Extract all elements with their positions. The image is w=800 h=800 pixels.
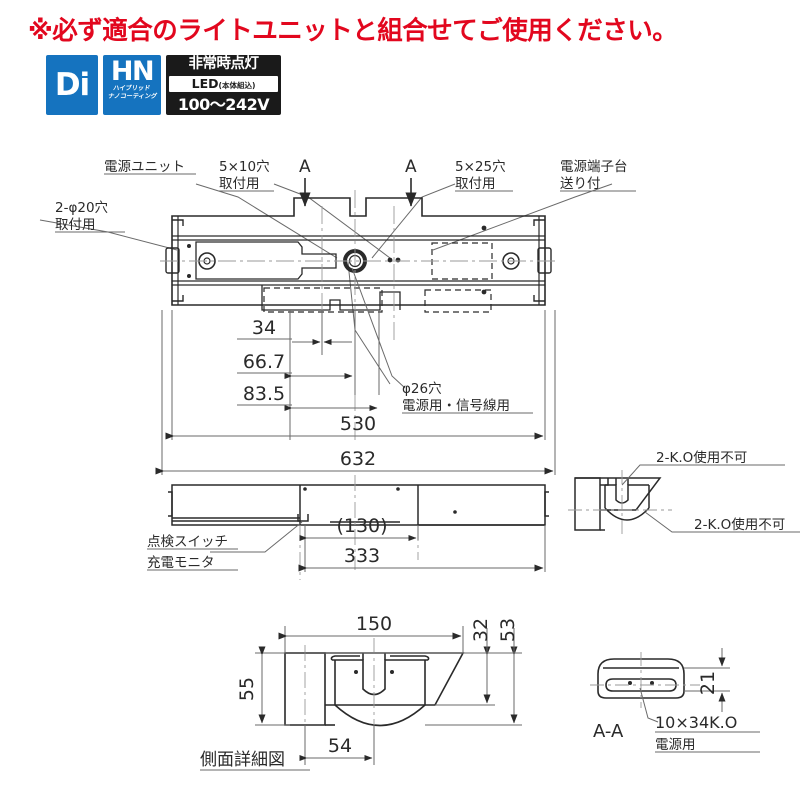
dim-83-5: 83.5 xyxy=(243,383,285,405)
terminal-block-dashed xyxy=(263,242,493,313)
badge-led-line2: LED(本体組込) xyxy=(169,76,278,93)
profile-dimension-labels: 150 32 53 55 54 xyxy=(236,613,519,757)
dim-632: 632 xyxy=(340,448,376,470)
badge-hn-main: HN xyxy=(110,56,155,87)
top-view-dimension-labels: 34 66.7 83.5 530 632 xyxy=(243,317,376,470)
ko-detail-centerlines xyxy=(568,470,672,538)
callout-underlines xyxy=(55,173,636,233)
warning-text: ※必ず適合のライトユニットと組合せてご使用ください。 xyxy=(28,16,678,46)
badge-led-line2-sub: (本体組込) xyxy=(218,81,256,91)
section-aa-view: 21 10×34K.O 電源用 A-A xyxy=(590,648,760,753)
badge-group: Di HN ハイブリッド ナノコーティング 非常時点灯 LED(本体組込) 10… xyxy=(46,55,281,115)
dim-32: 32 xyxy=(470,618,492,642)
badge-led-line1: 非常時点灯 xyxy=(188,56,260,72)
profile-detail-title: 側面詳細図 xyxy=(200,750,285,770)
callout-phi26-line2: 電源用・信号線用 xyxy=(402,398,510,414)
callout-5x10-line1: 5×10穴 xyxy=(219,159,270,175)
power-unit-outline xyxy=(195,241,401,311)
side-view-callout-labels: 点検スイッチ 充電モニタ xyxy=(147,534,228,571)
dim-130: (130) xyxy=(336,515,387,537)
callout-ko-top: 2-K.O使用不可 xyxy=(656,449,747,466)
profile-dimension-lines xyxy=(255,626,522,765)
ko-detail-labels: 2-K.O使用不可 2-K.O使用不可 xyxy=(656,449,785,533)
callout-5x25-line2: 取付用 xyxy=(455,176,496,192)
badge-led-line3: 100〜242V xyxy=(177,95,270,114)
profile-detail-view: 150 32 53 55 54 側面詳細図 xyxy=(200,613,522,771)
side-view-dimension-labels: (130) 333 xyxy=(336,515,387,567)
section-marks: A A xyxy=(299,157,417,207)
section-aa-dimension-lines xyxy=(684,648,730,712)
section-aa-underlines xyxy=(655,731,760,753)
dim-34: 34 xyxy=(252,317,276,339)
side-view: 点検スイッチ 充電モニタ (130) 333 xyxy=(147,475,549,580)
dim-150: 150 xyxy=(356,613,392,635)
badge-led: 非常時点灯 LED(本体組込) 100〜242V xyxy=(166,55,281,115)
callout-2phi20-line1: 2-φ20穴 xyxy=(55,200,108,216)
small-holes xyxy=(187,225,487,295)
dim-66-7: 66.7 xyxy=(243,351,285,373)
top-view-rails xyxy=(172,216,545,305)
side-view-dimension-lines xyxy=(298,525,546,572)
callout-charge-monitor: 充電モニタ xyxy=(147,555,215,571)
badge-hn: HN ハイブリッド ナノコーティング xyxy=(103,55,161,115)
callout-ko-10x34-line1: 10×34K.O xyxy=(655,713,737,732)
section-mark-a-left: A xyxy=(299,157,311,177)
callout-terminal-line2: 送り付 xyxy=(560,176,601,192)
side-view-underlines xyxy=(147,548,238,571)
badge-led-line2-main: LED xyxy=(191,76,219,92)
callout-5x10-line2: 取付用 xyxy=(219,176,260,192)
side-view-leaders xyxy=(210,521,303,553)
badge-hn-sub-line1: ハイブリッド xyxy=(113,85,152,92)
dim-55: 55 xyxy=(236,677,258,701)
section-aa-labels: 10×34K.O 電源用 xyxy=(655,713,737,753)
top-view-end-brackets xyxy=(165,219,552,302)
ko-detail-leaders xyxy=(621,464,700,533)
callout-ko-bottom: 2-K.O使用不可 xyxy=(694,516,785,533)
section-aa-marks xyxy=(628,681,654,685)
top-view-leaders xyxy=(39,183,613,385)
ko-detail-body xyxy=(574,477,662,531)
phi26-label: φ26穴 電源用・信号線用 xyxy=(402,381,510,414)
dim-21: 21 xyxy=(697,671,719,695)
ko-detail-underlines xyxy=(656,464,800,533)
callout-inspect-switch: 点検スイッチ xyxy=(147,534,228,550)
phi26-leader xyxy=(351,267,406,389)
top-view-dimension-lines xyxy=(155,310,556,475)
top-view-callout-labels: 電源ユニット 5×10穴 取付用 5×25穴 取付用 電源端子台 送り付 2-φ… xyxy=(55,159,628,233)
section-aa-leaders xyxy=(639,687,659,723)
dim-333: 333 xyxy=(344,545,380,567)
section-aa-title: A-A xyxy=(593,721,624,742)
section-mark-a-right: A xyxy=(405,157,417,177)
callout-phi26-line1: φ26穴 xyxy=(402,381,442,397)
dim-53: 53 xyxy=(497,618,519,642)
profile-detail-marks xyxy=(354,670,394,674)
badge-hn-sub-line2: ナノコーティング xyxy=(107,92,158,100)
top-view-body xyxy=(171,197,546,306)
callout-2phi20-line2: 取付用 xyxy=(55,217,96,233)
callout-terminal-line1: 電源端子台 xyxy=(560,159,628,175)
ko-detail-view: 2-K.O使用不可 2-K.O使用不可 xyxy=(568,449,800,538)
technical-drawing: 電源ユニット 5×10穴 取付用 5×25穴 取付用 電源端子台 送り付 2-φ… xyxy=(39,157,800,771)
badge-di-label: Di xyxy=(54,66,90,103)
side-view-marks xyxy=(303,487,457,514)
badge-di: Di xyxy=(46,55,98,115)
callout-5x25-line1: 5×25穴 xyxy=(455,159,506,175)
callout-power-unit: 電源ユニット xyxy=(104,159,185,175)
dim-54: 54 xyxy=(328,735,352,757)
section-aa-centerlines xyxy=(590,652,700,708)
callout-ko-10x34-line2: 電源用 xyxy=(655,737,696,753)
dim-530: 530 xyxy=(340,413,376,435)
top-view: 電源ユニット 5×10穴 取付用 5×25穴 取付用 電源端子台 送り付 2-φ… xyxy=(39,157,636,475)
